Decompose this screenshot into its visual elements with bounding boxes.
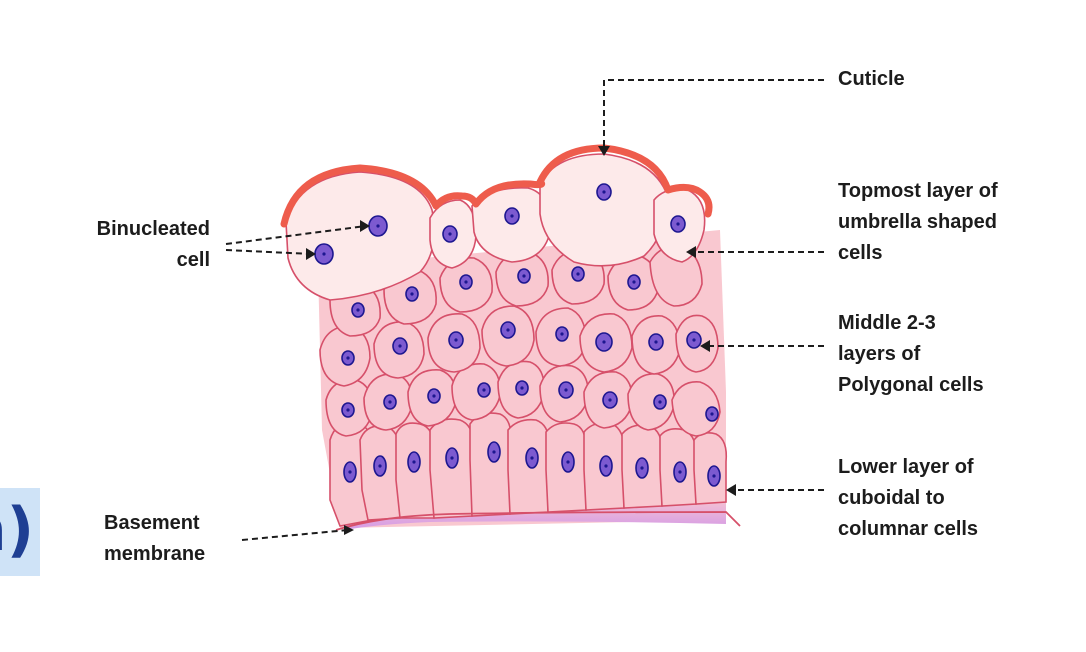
umbrella-cell xyxy=(539,153,667,267)
arrowhead-middle xyxy=(700,340,710,352)
nucleolus xyxy=(412,460,416,464)
label-basement-line2: membrane xyxy=(104,543,206,565)
nucleolus xyxy=(608,398,612,402)
nucleolus xyxy=(602,340,606,344)
nucleolus xyxy=(346,408,350,412)
nucleolus xyxy=(388,400,392,404)
arrowhead-binucleated-a xyxy=(360,220,370,232)
nucleolus xyxy=(378,464,382,468)
arrowhead-topmost xyxy=(686,246,696,258)
arrowhead-cuticle xyxy=(598,146,610,156)
leader-basement xyxy=(241,529,349,541)
nucleolus xyxy=(356,308,360,312)
nucleolus xyxy=(448,232,452,236)
label-binucleated-cell: Binucleated cell xyxy=(60,214,210,276)
nucleolus xyxy=(692,338,696,342)
nucleolus xyxy=(510,214,514,218)
basement-membrane-line xyxy=(335,511,741,531)
nucleolus xyxy=(604,464,608,468)
label-cuticle-text: Cuticle xyxy=(838,68,905,90)
nucleolus xyxy=(492,450,496,454)
label-topmost-line3: cells xyxy=(838,242,883,264)
nucleolus xyxy=(576,272,580,276)
nucleolus xyxy=(560,332,564,336)
nucleolus xyxy=(632,280,636,284)
nucleolus xyxy=(676,222,680,226)
cuticle-layer xyxy=(280,144,713,228)
label-middle-layers: Middle 2-3 layers of Polygonal cells xyxy=(838,308,984,401)
leader-binucleated-a xyxy=(225,225,367,245)
label-lower-layer: Lower layer of cuboidal to columnar cell… xyxy=(838,452,978,545)
leader-lines xyxy=(225,79,824,541)
label-basement-line1: Basement xyxy=(104,512,200,534)
nucleolus xyxy=(602,190,606,194)
leader-binucleated-b xyxy=(225,249,313,255)
nucleolus xyxy=(520,386,524,390)
label-topmost-layer: Topmost layer of umbrella shaped cells xyxy=(838,176,998,269)
label-middle-line3: Polygonal cells xyxy=(838,374,984,396)
side-title-fragment-box: n) xyxy=(0,488,40,576)
nucleolus xyxy=(410,292,414,296)
nucleolus xyxy=(640,466,644,470)
nucleolus xyxy=(712,474,716,478)
nucleolus xyxy=(566,460,570,464)
arrowhead-binucleated-b xyxy=(306,248,316,260)
side-title-fragment: n) xyxy=(0,495,34,565)
arrowhead-basement xyxy=(344,525,354,535)
nuclei-group xyxy=(314,183,721,487)
nucleolus xyxy=(398,344,402,348)
columnar-cell xyxy=(469,412,512,517)
nucleolus xyxy=(710,412,714,416)
arrow-heads xyxy=(306,146,736,535)
nucleolus xyxy=(482,388,486,392)
nucleolus xyxy=(522,274,526,278)
nucleolus xyxy=(506,328,510,332)
label-middle-line2: layers of xyxy=(838,343,921,365)
nucleolus xyxy=(454,338,458,342)
polygonal-cell xyxy=(671,381,721,437)
nucleolus xyxy=(564,388,568,392)
label-topmost-line1: Topmost layer of xyxy=(838,180,998,202)
label-binucleated-line2: cell xyxy=(176,249,210,271)
nucleolus xyxy=(658,400,662,404)
nucleolus xyxy=(432,394,436,398)
nucleolus xyxy=(654,340,658,344)
leader-cuticle xyxy=(603,79,824,150)
label-middle-line1: Middle 2-3 xyxy=(838,312,936,334)
nucleolus xyxy=(464,280,468,284)
nucleolus xyxy=(678,470,682,474)
label-basement-membrane: Basement membrane xyxy=(104,508,205,570)
label-topmost-line2: umbrella shaped xyxy=(838,211,997,233)
nucleolus xyxy=(530,456,534,460)
nucleolus xyxy=(376,224,380,228)
polygonal-cell-row-lower xyxy=(325,360,721,437)
columnar-cell-row xyxy=(329,412,728,527)
nucleolus xyxy=(322,252,326,256)
label-cuticle: Cuticle xyxy=(838,64,905,95)
nucleolus xyxy=(348,470,352,474)
nucleolus xyxy=(346,356,350,360)
label-lower-line2: cuboidal to xyxy=(838,487,945,509)
label-lower-line3: columnar cells xyxy=(838,518,979,540)
umbrella-cell-row xyxy=(285,153,706,301)
nucleolus xyxy=(450,456,454,460)
label-lower-line1: Lower layer of xyxy=(838,456,974,478)
arrowhead-lower xyxy=(726,484,736,496)
label-binucleated-line1: Binucleated xyxy=(96,218,210,240)
